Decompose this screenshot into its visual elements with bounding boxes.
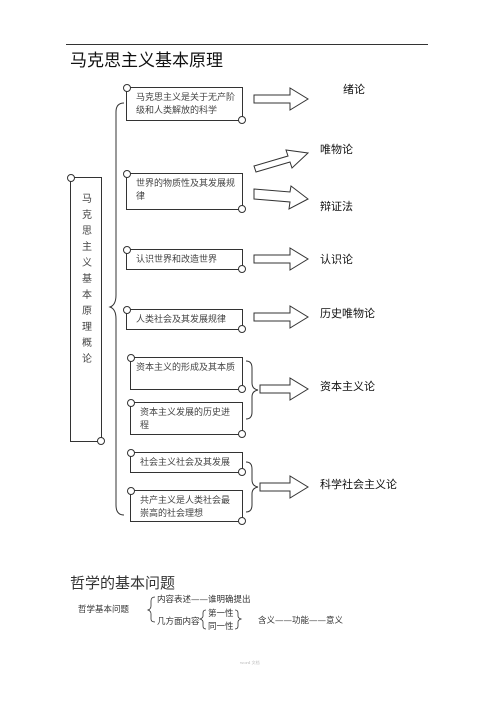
box-materiality-text: 世界的物质性及其发展规律	[136, 179, 236, 202]
vertical-title-scroll: 马克思主义基本原理概论	[67, 174, 105, 445]
target-introduction: 绪论	[343, 83, 365, 96]
target-scientific-socialism: 科学社会主义论	[320, 478, 397, 491]
box-capitalism-origin-text: 资本主义的形成及其本质	[135, 363, 235, 373]
large-brace	[108, 102, 125, 516]
arrow-materialism	[253, 149, 310, 173]
box-capitalism-history: 资本主义发展的历史进程	[127, 399, 246, 438]
box-society-text: 人类社会及其发展规律	[136, 315, 227, 325]
section2-note: 含义——功能——意义	[258, 616, 344, 626]
box-communism-text: 共产主义是人类社会最崇高的社会理想	[140, 496, 231, 519]
socialism-brace	[245, 461, 259, 513]
box-materiality: 世界的物质性及其发展规律	[123, 170, 246, 213]
page-title: 马克思主义基本原理	[70, 51, 223, 71]
box-socialism: 社会主义社会及其发展	[127, 449, 246, 476]
box-socialism-text: 社会主义社会及其发展	[140, 458, 231, 468]
section2-root: 哲学基本问题	[78, 605, 130, 615]
arrow-historical-materialism	[253, 305, 309, 329]
target-dialectics: 辩证法	[320, 200, 353, 213]
box-intro-text: 马克思主义是关于无产阶级和人类解放的科学	[136, 93, 236, 116]
box-capitalism-origin: 资本主义的形成及其本质	[127, 354, 246, 393]
arrow-introduction	[253, 87, 309, 111]
box-intro: 马克思主义是关于无产阶级和人类解放的科学	[123, 84, 246, 124]
section2-brace-main	[146, 596, 156, 623]
section2-branch1: 内容表述——谁明确提出	[157, 595, 251, 605]
arrow-capitalism	[259, 377, 309, 401]
target-capitalism-theory: 资本主义论	[320, 380, 375, 393]
target-epistemology: 认识论	[320, 253, 353, 266]
section2-brace-sub	[198, 609, 207, 630]
vertical-title-text: 马克思主义基本原理概论	[71, 192, 103, 368]
footer-text: word 文档	[240, 660, 260, 665]
arrow-dialectics	[253, 185, 309, 210]
box-society: 人类社会及其发展规律	[123, 306, 246, 333]
box-communism: 共产主义是人类社会最崇高的社会理想	[127, 487, 246, 525]
target-historical-materialism: 历史唯物论	[320, 307, 375, 320]
box-cognition-text: 认识世界和改造世界	[136, 255, 218, 265]
section2-brace-right	[234, 609, 243, 630]
target-materialism: 唯物论	[320, 143, 353, 156]
section2-sub2: 同一性	[208, 622, 234, 632]
arrow-socialism	[259, 475, 309, 499]
section2-heading: 哲学的基本问题	[70, 574, 176, 592]
box-capitalism-history-text: 资本主义发展的历史进程	[140, 408, 231, 431]
capitalism-brace	[245, 360, 259, 420]
section2-sub1: 第一性	[208, 609, 234, 619]
title-rule	[66, 44, 428, 45]
section2-branch2: 几方面内容	[157, 617, 200, 627]
arrow-epistemology	[253, 247, 309, 271]
vertical-title-label: 马克思主义基本原理概论	[82, 194, 92, 365]
box-cognition: 认识世界和改造世界	[123, 246, 246, 273]
